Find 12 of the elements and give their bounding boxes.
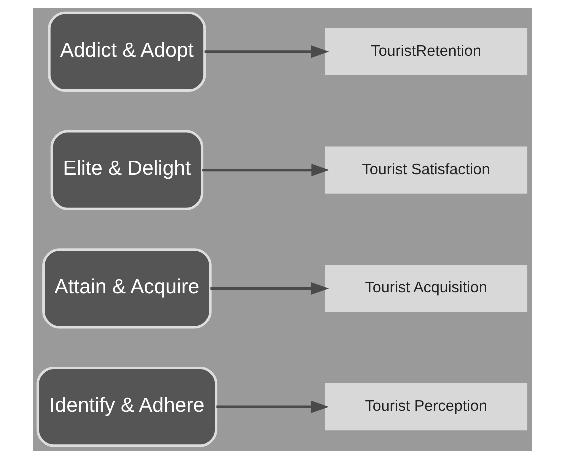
node-box: Addict & Adopt: [48, 12, 206, 92]
arrow: [216, 400, 329, 414]
arrow: [202, 164, 330, 177]
node-box: Attain & Acquire: [42, 248, 212, 329]
node-box: Tourist Acquisition: [324, 265, 528, 312]
node-box: TouristRetention: [324, 28, 528, 76]
node-box: Identify & Adhere: [36, 366, 218, 448]
arrow: [210, 282, 329, 295]
node-box: Elite & Delight: [50, 130, 204, 210]
arrow: [204, 46, 329, 58]
node-box: Tourist Perception: [324, 384, 528, 431]
node-box: Tourist Satisfaction: [324, 146, 528, 194]
